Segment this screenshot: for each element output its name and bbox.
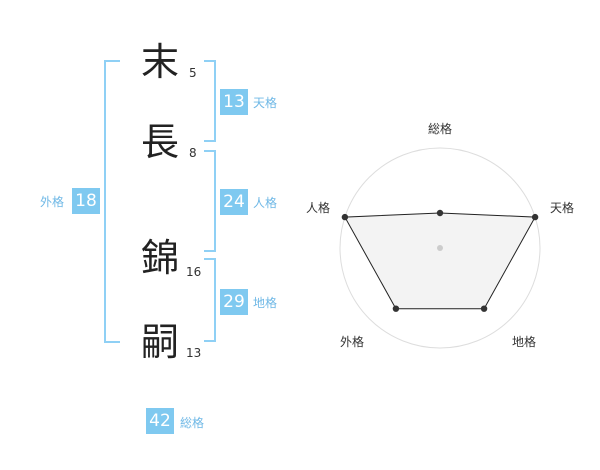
radar-center-dot xyxy=(437,245,443,251)
radar-polygon xyxy=(344,212,536,310)
radar-point xyxy=(531,213,539,221)
jinkaku-badge: 24 xyxy=(220,189,248,215)
gaikaku-label: 外格 xyxy=(40,195,65,209)
tenkaku-bracket xyxy=(204,60,216,142)
stroke-count-3: 16 xyxy=(186,265,202,279)
radar-axis-label-tenkaku: 天格 xyxy=(550,200,574,215)
name-char-4: 嗣 xyxy=(140,320,179,364)
chikaku-bracket xyxy=(204,258,216,342)
radar-axis-label-chikaku: 地格 xyxy=(512,334,536,349)
radar-points xyxy=(341,209,539,312)
radar-point xyxy=(392,305,400,312)
jinkaku-label: 人格 xyxy=(253,196,278,210)
stroke-count-2: 8 xyxy=(189,146,197,160)
soukaku-label: 総格 xyxy=(180,416,205,430)
name-char-3: 錦 xyxy=(140,236,179,280)
chikaku-label: 地格 xyxy=(253,296,278,310)
name-char-2: 長 xyxy=(140,120,179,164)
radar-point xyxy=(436,209,444,217)
radar-axis-label-gaikaku: 外格 xyxy=(340,334,364,349)
name-char-1: 末 xyxy=(140,40,179,84)
radar-point xyxy=(341,213,349,221)
jinkaku-bracket xyxy=(204,150,216,252)
radar-axis-label-jinkaku: 人格 xyxy=(306,200,330,215)
gaikaku-badge: 18 xyxy=(72,188,100,214)
stroke-count-1: 5 xyxy=(189,66,197,80)
tenkaku-label: 天格 xyxy=(253,96,278,110)
gaikaku-bracket xyxy=(104,60,120,343)
radar-point xyxy=(480,305,488,312)
chikaku-badge: 29 xyxy=(220,289,248,315)
tenkaku-badge: 13 xyxy=(220,89,248,115)
soukaku-badge: 42 xyxy=(146,408,174,434)
radar-axis-label-soukaku: 総格 xyxy=(428,121,452,136)
stroke-count-4: 13 xyxy=(186,346,202,360)
